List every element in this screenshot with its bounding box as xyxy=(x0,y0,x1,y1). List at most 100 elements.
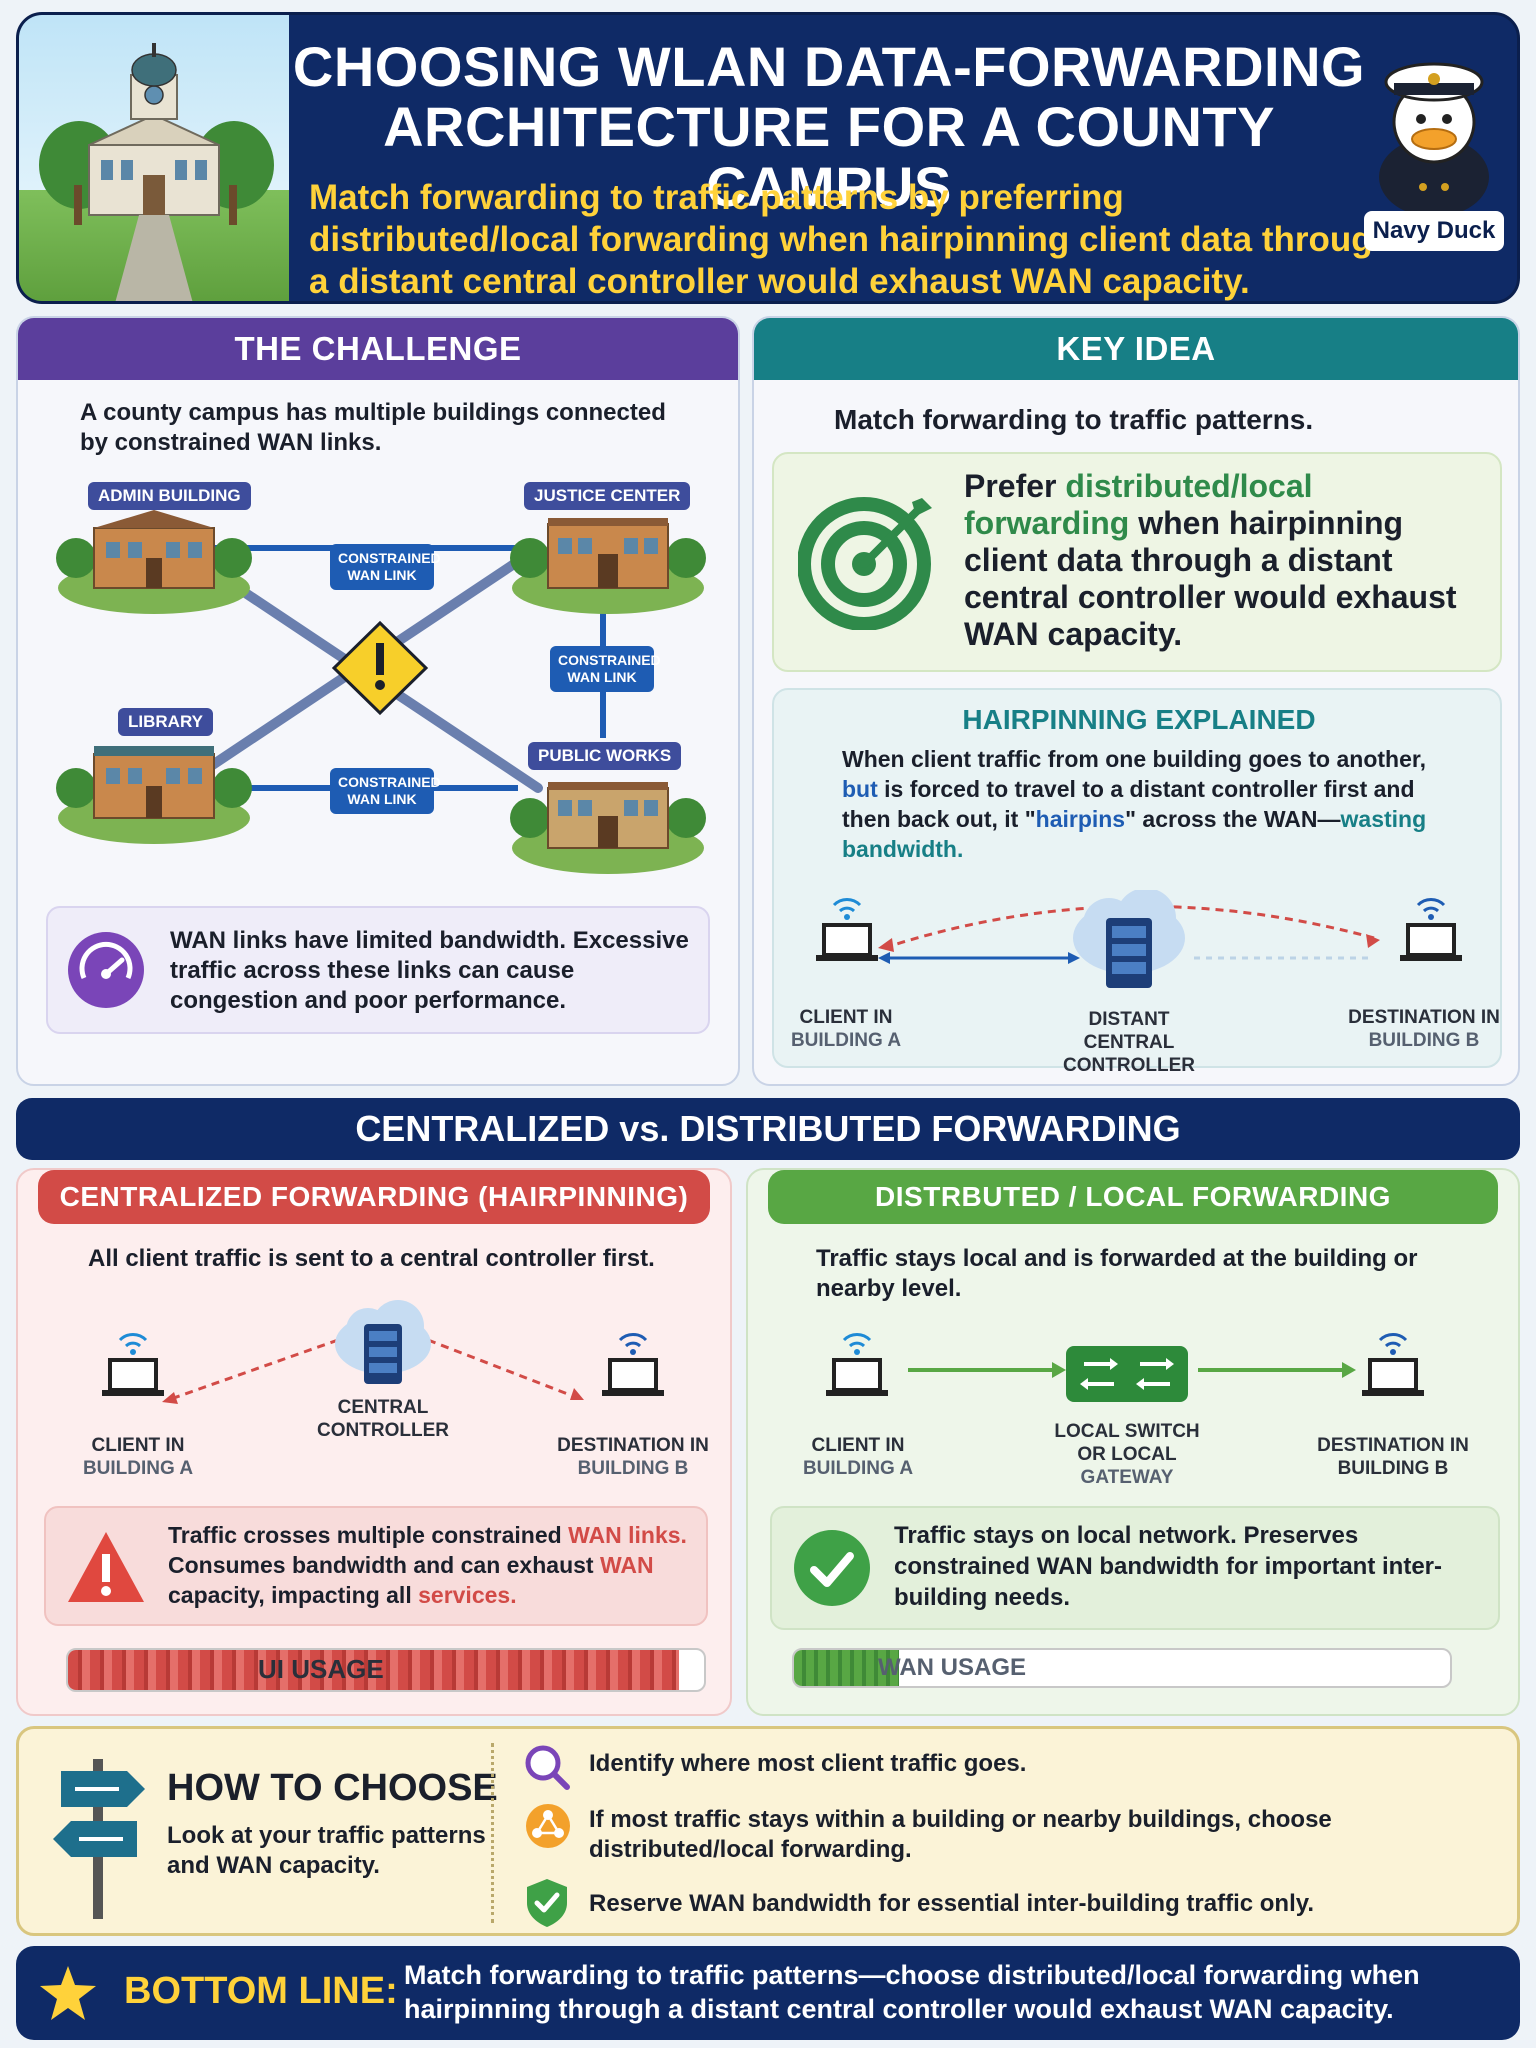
centralized-intro: All client traffic is sent to a central … xyxy=(88,1245,655,1272)
wan-link-tag-bottom: CONSTRAINED WAN LINK xyxy=(330,768,441,814)
choose-step-3: Reserve WAN bandwidth for essential inte… xyxy=(589,1890,1314,1917)
title-line-2: ARCHITECTURE FOR A COUNTY CAMPUS xyxy=(383,95,1275,218)
hairpin-text-b: but xyxy=(842,776,878,802)
building-label-justice: JUSTICE CENTER xyxy=(524,482,691,510)
how-to-choose-title: HOW TO CHOOSE xyxy=(167,1767,498,1809)
bandwidth-note: WAN links have limited bandwidth. Excess… xyxy=(46,906,710,1034)
signpost-icon xyxy=(49,1749,149,1919)
caption-line: DESTINATION IN xyxy=(1348,1007,1500,1028)
key-idea-callout: Prefer distributed/local forwarding when… xyxy=(772,452,1502,672)
challenge-title: THE CHALLENGE xyxy=(18,318,738,380)
caption-line: DESTINATION IN xyxy=(557,1435,709,1456)
how-to-choose-sub: Look at your traffic patterns and WAN ca… xyxy=(167,1822,486,1879)
how-to-choose-panel: HOW TO CHOOSE Look at your traffic patte… xyxy=(16,1726,1520,1936)
bottom-line-label: BOTTOM LINE: xyxy=(124,1970,398,2012)
cloud-controller-icon xyxy=(328,1300,438,1396)
usage-label: WAN USAGE xyxy=(878,1654,1027,1681)
centralized-panel: CENTRALIZED FORWARDING (HAIRPINNING) All… xyxy=(16,1168,732,1716)
destination-laptop-icon xyxy=(1396,895,1466,965)
warn-text-highlight: WAN links. xyxy=(568,1522,687,1548)
shield-check-icon xyxy=(523,1877,571,1929)
hairpin-text-c: is forced to travel to a distant control… xyxy=(842,776,1415,832)
warn-text: capacity, impacting all xyxy=(168,1582,419,1608)
hairpin-text-a: When client traffic from one building go… xyxy=(842,746,1426,772)
destination-laptop-icon xyxy=(598,1330,668,1400)
mascot-label: Navy Duck xyxy=(1364,211,1504,251)
distributed-ok-box: Traffic stays on local network. Preserve… xyxy=(770,1506,1500,1630)
hairpin-title: HAIRPINNING EXPLAINED xyxy=(962,704,1316,735)
hairpin-text-e: " across the WAN— xyxy=(1125,806,1341,832)
warning-icon xyxy=(66,1528,146,1608)
hairpin-flow-diagram xyxy=(878,904,1380,964)
destination-laptop-icon xyxy=(1358,1330,1428,1400)
target-icon xyxy=(797,490,938,631)
hairpin-text: When client traffic from one building go… xyxy=(842,744,1452,864)
choose-step-2: If most traffic stays within a building … xyxy=(589,1806,1332,1863)
caption-line: CLIENT IN xyxy=(811,1435,905,1456)
caption-line: CONTROLLER xyxy=(317,1420,449,1441)
centralized-flow-diagram xyxy=(162,1338,584,1404)
caption-line: CENTRAL xyxy=(337,1397,429,1418)
caption-line: BUILDING B xyxy=(577,1458,689,1479)
usage-fill-low xyxy=(794,1650,899,1686)
star-icon xyxy=(38,1964,98,2022)
county-courthouse-illustration xyxy=(19,15,289,301)
page-subtitle: Match forwarding to traffic patterns by … xyxy=(309,178,1395,301)
key-prefer-prefix: Prefer xyxy=(964,468,1066,504)
caption-line: DISTANT xyxy=(1088,1009,1170,1030)
warn-text: Consumes bandwidth and can exhaust xyxy=(168,1552,600,1578)
network-nodes-icon xyxy=(523,1801,573,1851)
distributed-usage-bar: WAN USAGE xyxy=(792,1648,1452,1688)
divider xyxy=(491,1743,494,1923)
header-banner: CHOOSING WLAN DATA-FORWARDING ARCHITECTU… xyxy=(16,12,1520,304)
distributed-title: DISTRBUTED / LOCAL FORWARDING xyxy=(768,1170,1498,1224)
centralized-title: CENTRALIZED FORWARDING (HAIRPINNING) xyxy=(38,1170,710,1224)
building-label-public-works: PUBLIC WORKS xyxy=(528,742,682,770)
distributed-panel: DISTRBUTED / LOCAL FORWARDING Traffic st… xyxy=(746,1168,1520,1716)
building-label-admin: ADMIN BUILDING xyxy=(88,482,251,510)
navy-duck-mascot xyxy=(1359,37,1509,267)
caption-line: CLIENT IN xyxy=(91,1435,185,1456)
usage-fill-high xyxy=(68,1650,679,1690)
caption-line: BUILDING B xyxy=(1337,1458,1449,1479)
caption-line: LOCAL SWITCH xyxy=(1054,1421,1200,1442)
centralized-warning-text: Traffic crosses multiple constrained WAN… xyxy=(168,1520,688,1610)
key-prefer-highlight: distributed/local forwarding xyxy=(964,468,1313,541)
warn-text-highlight: services. xyxy=(418,1582,517,1608)
cloud-controller-icon xyxy=(1064,888,1194,1000)
bandwidth-note-text: WAN links have limited bandwidth. Excess… xyxy=(170,927,689,1014)
caption-line: BUILDING B xyxy=(1368,1030,1480,1051)
warn-text-highlight: WAN xyxy=(599,1552,654,1578)
magnifier-icon xyxy=(523,1743,571,1791)
bottom-line-banner: BOTTOM LINE: Match forwarding to traffic… xyxy=(16,1946,1520,2040)
challenge-intro: A county campus has multiple buildings c… xyxy=(80,399,666,456)
hairpin-text-d: hairpins xyxy=(1035,806,1126,832)
client-laptop-icon xyxy=(98,1330,168,1400)
page-title: CHOOSING WLAN DATA-FORWARDING ARCHITECTU… xyxy=(279,37,1379,217)
key-idea-title: KEY IDEA xyxy=(754,318,1518,380)
hairpin-text-f: wasting bandwidth. xyxy=(842,806,1427,862)
caption-line: BUILDING A xyxy=(82,1458,194,1479)
admin-building xyxy=(54,488,254,618)
warn-text: Traffic crosses multiple constrained xyxy=(168,1522,569,1548)
caption-line: GATEWAY xyxy=(1080,1467,1174,1488)
key-idea-statement: Prefer distributed/local forwarding when… xyxy=(964,468,1484,653)
wan-link-tag-top: CONSTRAINED WAN LINK xyxy=(330,544,441,590)
key-idea-panel: KEY IDEA Match forwarding to traffic pat… xyxy=(752,316,1520,1086)
key-prefer-suffix: when hairpinning client data through a d… xyxy=(964,505,1457,652)
key-idea-intro: Match forwarding to traffic patterns. xyxy=(834,404,1314,435)
speedometer-icon xyxy=(66,930,146,1010)
building-label-library: LIBRARY xyxy=(118,708,213,736)
client-laptop-icon xyxy=(822,1330,892,1400)
caption-line: BUILDING A xyxy=(790,1030,902,1051)
justice-center-building xyxy=(508,488,708,618)
client-laptop-icon xyxy=(812,895,882,965)
